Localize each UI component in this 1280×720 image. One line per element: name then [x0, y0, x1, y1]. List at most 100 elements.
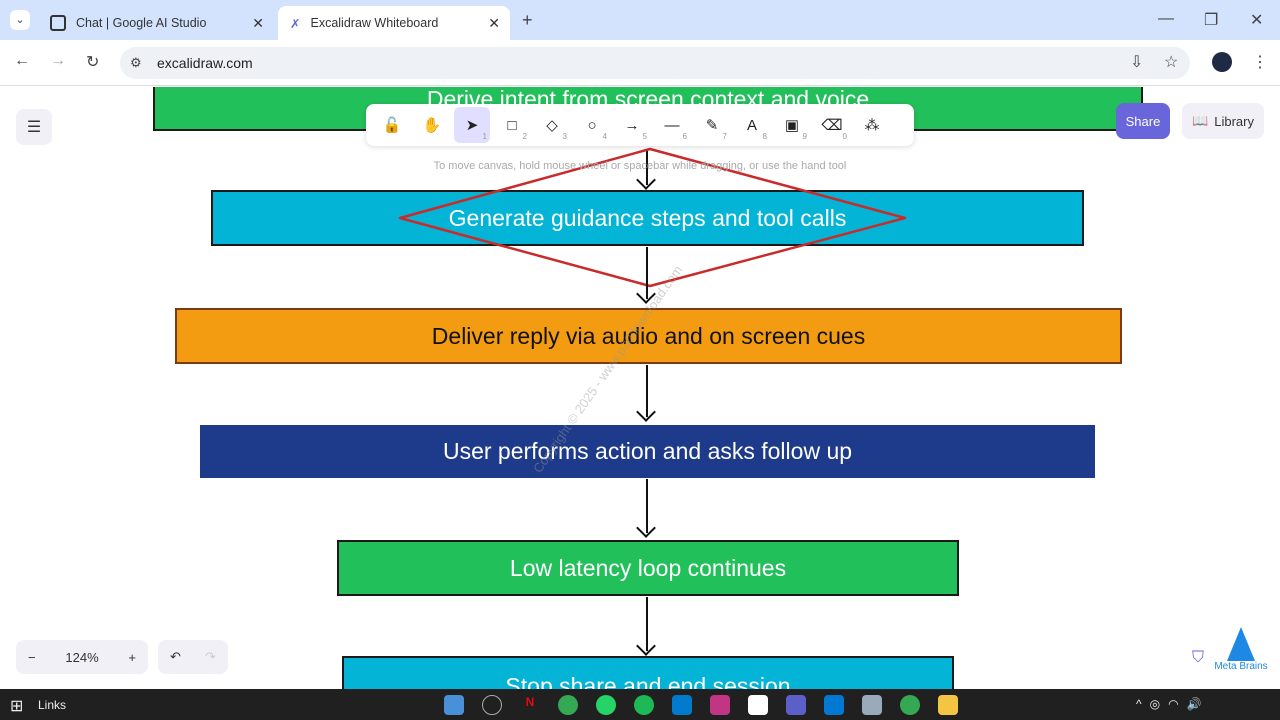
- tab-ai-studio[interactable]: Chat | Google AI Studio ✕: [38, 6, 274, 40]
- node-generate-guidance[interactable]: Generate guidance steps and tool calls: [211, 190, 1084, 246]
- line-icon: —: [664, 116, 680, 134]
- canvas-hint: To move canvas, hold mouse wheel or spac…: [433, 160, 847, 172]
- ellipse-tool[interactable]: ○4: [574, 107, 610, 143]
- system-tray-icons[interactable]: ^◎◠🔊: [1136, 697, 1210, 711]
- shortcut-key: 8: [762, 132, 767, 141]
- tab-search-icon[interactable]: ⌄: [10, 10, 30, 30]
- library-icon: 📖: [1192, 113, 1209, 128]
- bookmark-star-icon[interactable]: ☆: [1164, 54, 1179, 71]
- node-stop-share[interactable]: Stop share and end session: [342, 656, 954, 689]
- connector-arrow[interactable]: [646, 479, 648, 533]
- url-input[interactable]: ⚙ excalidraw.com: [120, 47, 1190, 79]
- reload-icon[interactable]: ↻: [86, 54, 100, 71]
- close-tab-icon[interactable]: ✕: [488, 14, 500, 31]
- node-user-performs[interactable]: User performs action and asks follow up: [200, 425, 1095, 478]
- zoom-controls: − 124% +: [16, 640, 148, 674]
- restore-icon[interactable]: ❐: [1204, 12, 1219, 29]
- node-deliver-reply[interactable]: Deliver reply via audio and on screen cu…: [175, 308, 1122, 364]
- site-settings-icon[interactable]: ⚙: [130, 55, 142, 70]
- node-low-latency[interactable]: Low latency loop continues: [337, 540, 959, 596]
- shortcut-key: 5: [642, 132, 647, 141]
- share-button[interactable]: Share: [1116, 103, 1170, 139]
- minimize-icon[interactable]: —: [1158, 10, 1174, 27]
- undo-icon[interactable]: ↶: [170, 649, 181, 664]
- zoom-out-button[interactable]: −: [28, 649, 36, 665]
- line-tool[interactable]: —6: [654, 107, 690, 143]
- shapes-tool[interactable]: ⁂: [854, 107, 890, 143]
- teams-icon[interactable]: [786, 695, 806, 715]
- app-icon[interactable]: [862, 695, 882, 715]
- shortcut-key: 9: [802, 132, 807, 141]
- connector-arrow[interactable]: [646, 597, 648, 651]
- whatsapp-icon[interactable]: [596, 695, 616, 715]
- zoom-in-button[interactable]: +: [128, 649, 136, 665]
- lock-icon: 🔓: [382, 117, 402, 134]
- redo-icon[interactable]: ↷: [205, 649, 216, 664]
- zoom-level[interactable]: 124%: [65, 649, 99, 665]
- rectangle-icon: □: [507, 116, 517, 134]
- main-menu-button[interactable]: ☰: [16, 109, 52, 145]
- shortcut-key: 6: [682, 132, 687, 141]
- close-tab-icon[interactable]: ✕: [252, 14, 264, 31]
- tab-title: Excalidraw Whiteboard: [310, 16, 439, 30]
- diamond-shape[interactable]: [395, 145, 910, 290]
- file-explorer-icon[interactable]: [938, 695, 958, 715]
- vscode-icon[interactable]: [672, 695, 692, 715]
- spotify-icon[interactable]: [634, 695, 654, 715]
- cloud-icon[interactable]: [748, 695, 768, 715]
- shield-check-icon: ⛉: [1192, 649, 1205, 666]
- app-icon[interactable]: [444, 695, 464, 715]
- diamond-icon: ◇: [546, 117, 558, 134]
- taskbar-links[interactable]: Links: [38, 698, 67, 712]
- forward-icon[interactable]: →: [50, 52, 66, 69]
- hand-tool[interactable]: ✋: [414, 107, 450, 143]
- pencil-tool[interactable]: ✎7: [694, 107, 730, 143]
- ai-studio-icon: [50, 15, 66, 31]
- profile-avatar[interactable]: [1212, 52, 1232, 72]
- history-controls: ↶↷: [158, 640, 228, 674]
- tab-excalidraw[interactable]: ✗Excalidraw Whiteboard✕: [278, 6, 510, 40]
- brand-text: Meta Brains: [1214, 661, 1268, 672]
- install-icon[interactable]: ⇩: [1130, 54, 1144, 71]
- node-label: Low latency loop continues: [509, 554, 787, 581]
- diamond-tool[interactable]: ◇3: [534, 107, 570, 143]
- close-window-icon[interactable]: ✕: [1250, 12, 1264, 29]
- back-icon[interactable]: ←: [14, 52, 30, 69]
- hand-icon: ✋: [422, 117, 442, 134]
- address-bar: ← → ↻ ⚙ excalidraw.com ⇩ ☆ ⋮: [0, 40, 1280, 86]
- eraser-icon: ⌫: [821, 117, 843, 134]
- windows-taskbar: ⊞ Links N ^◎◠🔊: [0, 689, 1280, 720]
- connector-arrow[interactable]: [646, 365, 648, 417]
- netflix-icon[interactable]: N: [525, 695, 535, 709]
- shortcut-key: 3: [562, 132, 567, 141]
- windows-start-icon[interactable]: ⊞: [10, 698, 24, 715]
- selection-tool[interactable]: ➤1: [454, 107, 490, 143]
- connector-arrow[interactable]: [646, 247, 648, 299]
- chrome-active-icon[interactable]: [900, 695, 920, 715]
- tab-bar: ⌄ Chat | Google AI Studio✕ ✗Excalidraw W…: [0, 0, 1280, 40]
- library-button[interactable]: 📖 Library: [1182, 103, 1264, 139]
- chrome-icon[interactable]: [558, 695, 578, 715]
- app-icon[interactable]: [482, 695, 502, 715]
- url-text: excalidraw.com: [157, 55, 253, 71]
- eraser-tool[interactable]: ⌫0: [814, 107, 850, 143]
- tab-title: Chat | Google AI Studio: [76, 16, 207, 30]
- outlook-icon[interactable]: [824, 695, 844, 715]
- shortcut-key: 1: [482, 132, 487, 141]
- image-tool[interactable]: ▣9: [774, 107, 810, 143]
- menu-kebab-icon[interactable]: ⋮: [1252, 54, 1268, 71]
- new-tab-icon[interactable]: +: [522, 10, 533, 30]
- shortcut-key: 7: [722, 132, 727, 141]
- arrow-tool[interactable]: →5: [614, 107, 650, 143]
- instagram-icon[interactable]: [710, 695, 730, 715]
- node-label: Deliver reply via audio and on screen cu…: [431, 322, 866, 349]
- connector-arrow[interactable]: [646, 149, 648, 185]
- node-label: Derive intent from screen context and vo…: [426, 87, 870, 112]
- rectangle-tool[interactable]: □2: [494, 107, 530, 143]
- lock-tool[interactable]: 🔓: [374, 107, 410, 143]
- excalidraw-canvas[interactable]: Derive intent from screen context and vo…: [0, 87, 1280, 689]
- ellipse-icon: ○: [587, 116, 597, 134]
- library-label: Library: [1214, 113, 1254, 129]
